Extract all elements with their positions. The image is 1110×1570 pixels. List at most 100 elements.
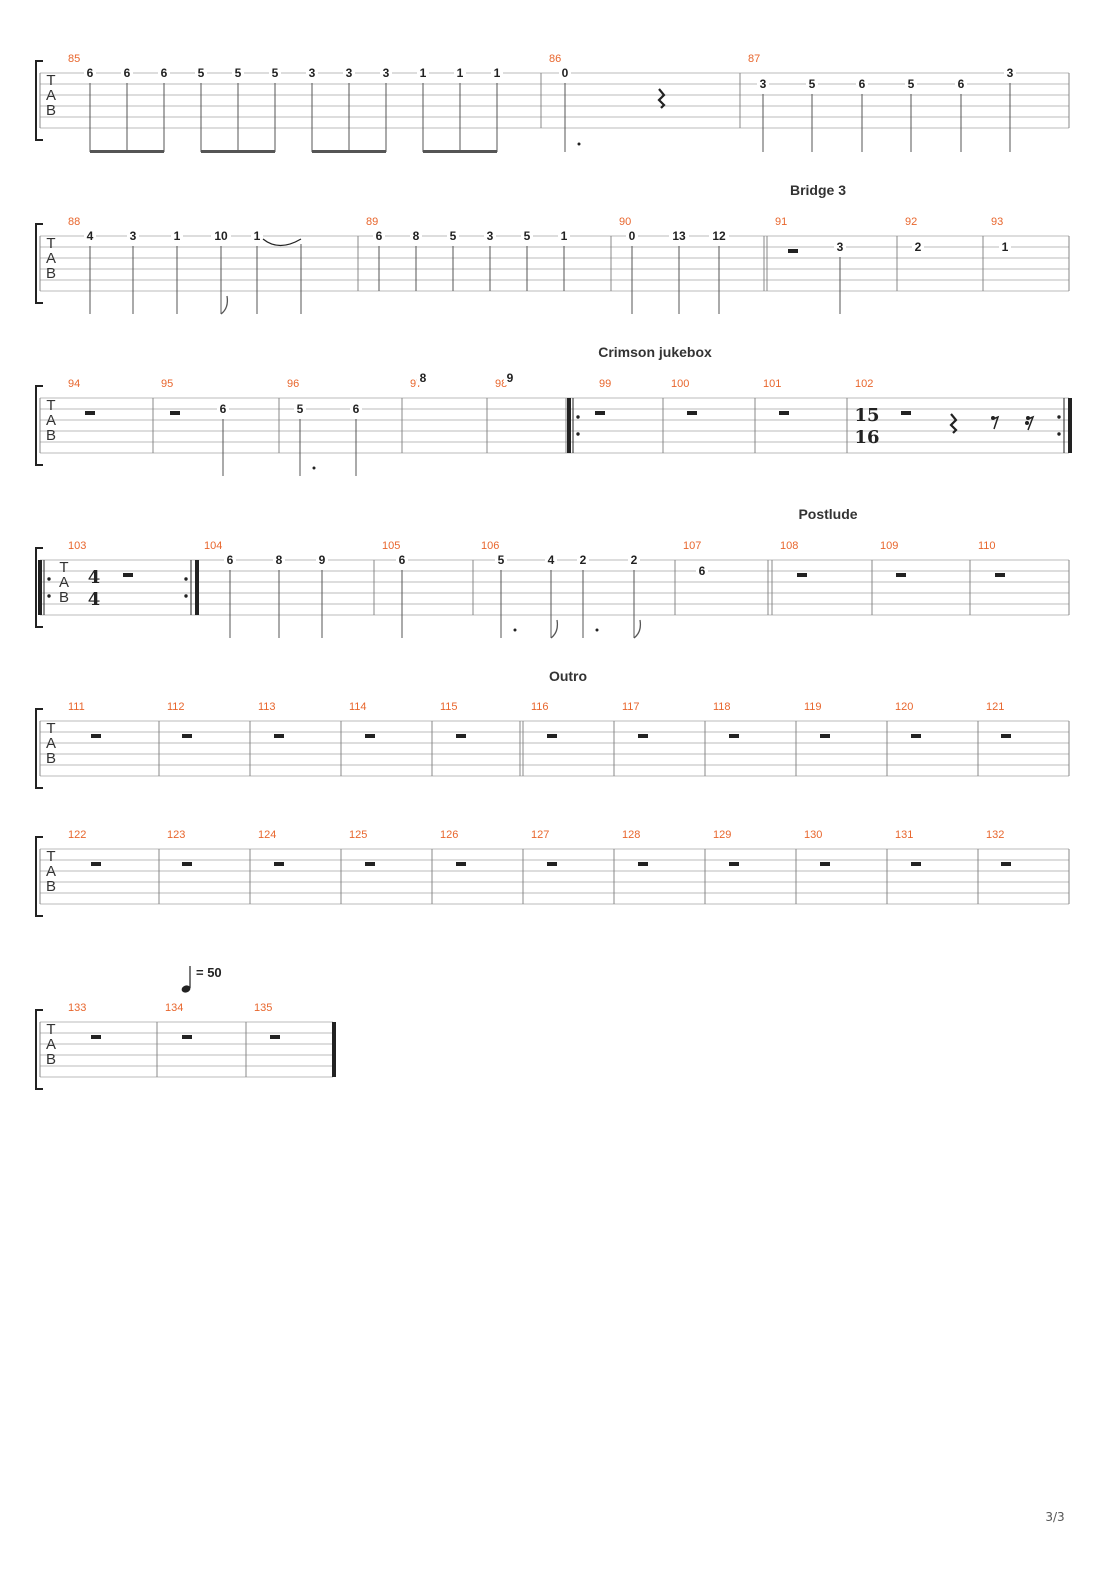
fret-mask <box>999 241 1011 254</box>
fret-number: 5 <box>524 229 531 243</box>
measure-number: 112 <box>167 701 185 713</box>
system-bracket <box>35 1009 43 1090</box>
half-rest-icon <box>901 411 911 415</box>
sixteenth-rest-dot-icon <box>1025 421 1029 425</box>
measure-number: 115 <box>440 701 458 713</box>
tie-icon <box>262 238 302 247</box>
half-rest-icon <box>123 573 133 577</box>
fret-number: 5 <box>235 66 242 80</box>
measure-number: 114 <box>349 701 367 713</box>
tab-clef-letter: T <box>46 397 55 414</box>
half-rest-icon <box>274 862 284 866</box>
fret-mask <box>316 554 328 567</box>
measure-number: 99 <box>599 378 611 390</box>
fret-number: 6 <box>859 77 866 91</box>
fret-mask <box>856 78 868 91</box>
tab-clef-letter: A <box>46 87 56 104</box>
measure-number: 105 <box>382 540 400 552</box>
beam <box>312 150 386 153</box>
fret-number: 1 <box>457 66 464 80</box>
fret-number: 4 <box>548 553 555 567</box>
measure-number: 90 <box>619 216 631 228</box>
measure-number: 121 <box>986 701 1004 713</box>
fret-mask <box>273 554 285 567</box>
time-signature-denominator: 4 <box>88 589 101 610</box>
measure-number: 93 <box>991 216 1003 228</box>
measure-number: 125 <box>349 829 367 841</box>
tab-clef-letter: T <box>46 1021 55 1038</box>
fret-number: 6 <box>399 553 406 567</box>
half-rest-icon <box>820 734 830 738</box>
fret-mask <box>251 230 263 243</box>
quarter-note-icon <box>181 985 191 993</box>
fret-mask <box>410 230 422 243</box>
fret-mask <box>669 230 689 243</box>
fret-number: 3 <box>837 240 844 254</box>
fret-number: 1 <box>420 66 427 80</box>
fret-number: 3 <box>383 66 390 80</box>
tab-clef-letter: B <box>59 589 69 606</box>
measure-number: 135 <box>254 1002 272 1014</box>
measure-number: 127 <box>531 829 549 841</box>
fret-mask <box>757 78 769 91</box>
time-signature-denominator: 16 <box>854 427 879 448</box>
fret-number: 6 <box>958 77 965 91</box>
fret-number: 6 <box>124 66 131 80</box>
measure-number: 132 <box>986 829 1004 841</box>
measure-number: 130 <box>804 829 822 841</box>
fret-number: 3 <box>346 66 353 80</box>
half-rest-icon <box>182 1035 192 1039</box>
fret-mask <box>417 372 429 386</box>
fret-mask <box>195 67 207 80</box>
fret-mask <box>350 403 362 416</box>
fret-mask <box>545 554 557 567</box>
beam <box>90 150 164 153</box>
fret-number: 6 <box>220 402 227 416</box>
half-rest-icon <box>170 411 180 415</box>
measure-number: 100 <box>671 378 689 390</box>
fret-mask <box>84 67 96 80</box>
system-bracket <box>35 836 43 917</box>
half-rest-icon <box>638 734 648 738</box>
repeat-end-thick-bar <box>195 560 199 615</box>
time-signature-numerator: 15 <box>854 405 879 426</box>
half-rest-icon <box>456 734 466 738</box>
tab-clef-letter: T <box>46 72 55 89</box>
half-rest-icon <box>274 734 284 738</box>
repeat-dot <box>1057 415 1061 419</box>
half-rest-icon <box>365 734 375 738</box>
eighth-rest-icon <box>992 415 1000 430</box>
fret-number: 6 <box>376 229 383 243</box>
half-rest-icon <box>1001 734 1011 738</box>
fret-mask <box>447 230 459 243</box>
measure-number: 133 <box>68 1002 86 1014</box>
time-signature-numerator: 4 <box>88 567 101 588</box>
section-heading: Bridge 3 <box>790 182 846 198</box>
half-rest-icon <box>365 862 375 866</box>
repeat-dot <box>184 577 188 581</box>
fret-mask <box>709 230 729 243</box>
fret-number: 5 <box>450 229 457 243</box>
tab-clef-letter: T <box>59 559 68 576</box>
tab-clef-letter: A <box>46 412 56 429</box>
fret-mask <box>84 230 96 243</box>
half-rest-icon <box>1001 862 1011 866</box>
fret-number: 12 <box>712 229 726 243</box>
fret-mask <box>559 67 571 80</box>
fret-number: 2 <box>631 553 638 567</box>
repeat-dot <box>47 594 51 598</box>
measure-number: 120 <box>895 701 913 713</box>
fret-number: 3 <box>309 66 316 80</box>
half-rest-icon <box>456 862 466 866</box>
eighth-flag-icon <box>550 619 559 639</box>
measure-number: 119 <box>804 701 822 713</box>
tab-clef-letter: T <box>46 235 55 252</box>
tab-clef-letter: B <box>46 427 56 444</box>
measure-number: 88 <box>68 216 80 228</box>
measure-number: 107 <box>683 540 701 552</box>
